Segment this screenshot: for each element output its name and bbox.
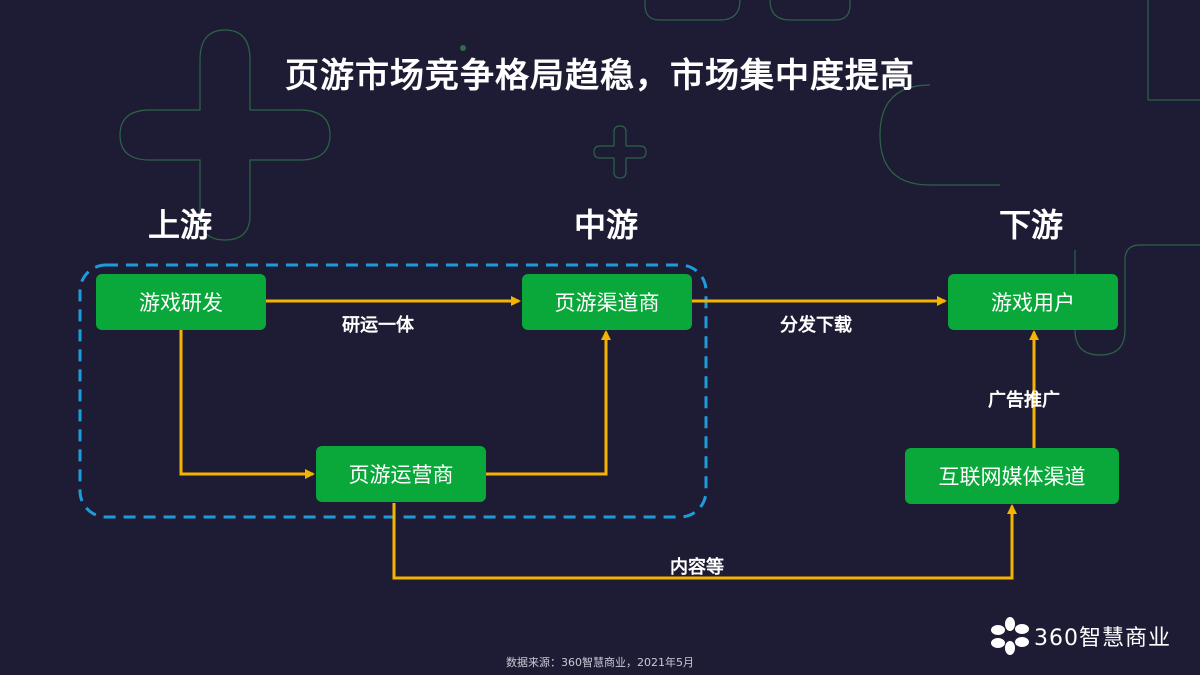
arrow-operator-to-media (392, 503, 1017, 580)
brand-logo-text: 360智慧商业 (1034, 626, 1171, 651)
label-operator-to-media: 内容等 (670, 557, 724, 578)
decor-right-shape-icon (879, 0, 1200, 356)
node-web-game-operator: 页游运营商 (316, 446, 486, 502)
flower-logo-icon (991, 617, 1029, 655)
decor-top-shape-icon (644, 0, 851, 21)
node-game-user: 游戏用户 (948, 274, 1118, 330)
node-game-dev: 游戏研发 (96, 274, 266, 330)
data-source-note: 数据来源：360智慧商业，2021年5月 (506, 656, 694, 669)
stage-midstream-label: 中游 (573, 206, 638, 244)
label-channel-to-user: 分发下载 (780, 315, 852, 336)
stage-downstream-label: 下游 (998, 206, 1063, 244)
arrow-operator-to-channel (486, 330, 611, 476)
node-web-game-channel: 页游渠道商 (522, 274, 692, 330)
decor-plus-left-icon (119, 29, 331, 241)
label-media-to-user: 广告推广 (988, 390, 1060, 411)
brand-logo: 360智慧商业 (990, 616, 1190, 660)
arrow-dev-to-operator (179, 330, 315, 479)
decor-plus-small-icon (593, 125, 647, 179)
node-internet-media: 互联网媒体渠道 (905, 448, 1119, 504)
page-title: 页游市场竞争格局趋稳，市场集中度提高 (285, 56, 915, 96)
stage-upstream-label: 上游 (147, 206, 212, 244)
label-dev-to-channel: 研运一体 (342, 315, 414, 336)
